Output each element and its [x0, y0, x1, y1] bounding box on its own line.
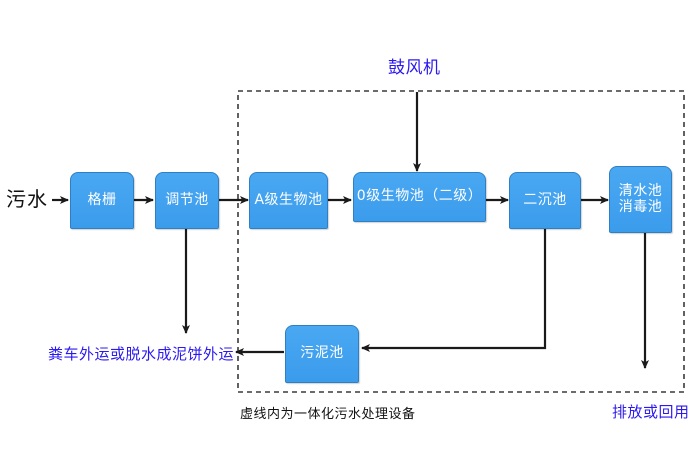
blower-label: 鼓风机: [388, 58, 441, 78]
node-a-stage-bio-tank[interactable]: A级生物池: [249, 172, 328, 229]
dashed-boundary-caption: 虚线内为一体化污水处理设备: [240, 407, 416, 422]
node-second-sedimentation-tank[interactable]: 二沉池: [509, 172, 581, 229]
node-o-stage-bio-tank[interactable]: 0级生物池（二级）: [353, 172, 486, 222]
node-adjust-tank[interactable]: 调节池: [155, 172, 219, 229]
inlet-label: 污水: [6, 187, 48, 211]
node-grid[interactable]: 格栅: [70, 172, 134, 229]
node-clearwater-disinfection-tank[interactable]: 清水池 消毒池: [609, 166, 672, 233]
discharge-reuse-label: 排放或回用: [612, 403, 690, 421]
sludge-haulaway-label: 粪车外运或脱水成泥饼外运: [48, 345, 235, 363]
node-sludge-tank[interactable]: 污泥池: [285, 325, 359, 383]
arrow-secondsed-to-sludge: [361, 229, 547, 352]
